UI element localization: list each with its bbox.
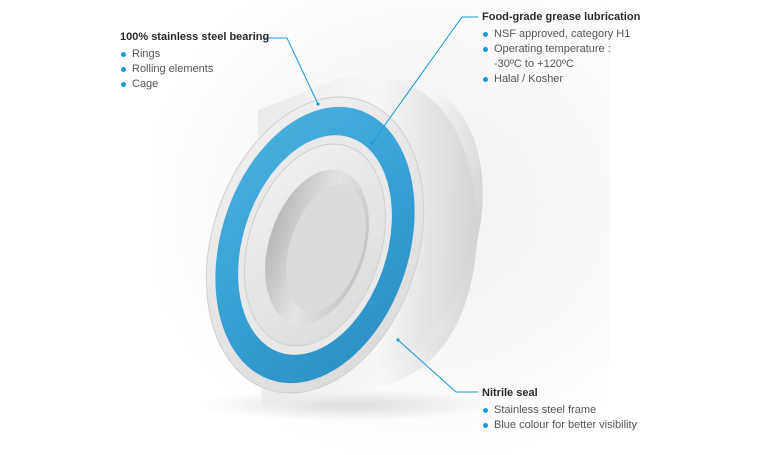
leader-lines <box>265 16 478 393</box>
leader-line-seal <box>397 339 478 393</box>
list-item: Halal / Kosher <box>482 72 640 87</box>
bullet-icon <box>121 67 126 72</box>
bullet-icon <box>483 423 488 428</box>
callout-list: NSF approved, category H1 Operating temp… <box>482 27 640 87</box>
callout-stainless-steel-bearing: 100% stainless steel bearing Rings Rolli… <box>120 30 269 92</box>
callout-title: 100% stainless steel bearing <box>120 31 270 43</box>
callout-title: Nitrile seal <box>482 387 538 399</box>
inner-ring <box>243 143 387 347</box>
leader-line-bearing <box>265 37 319 105</box>
callout-title: Food-grade grease lubrication <box>482 11 641 23</box>
list-item: NSF approved, category H1 <box>482 27 640 42</box>
list-item: Stainless steel frame <box>482 403 637 418</box>
list-item: Cage <box>120 77 269 92</box>
bullet-icon <box>483 77 488 82</box>
list-item: Rings <box>120 47 269 62</box>
list-item: Operating temperature :-30ºC to +120ºC <box>482 42 640 72</box>
callout-list: Rings Rolling elements Cage <box>120 47 269 92</box>
list-item: Blue colour for better visibility <box>482 418 637 433</box>
bullet-icon <box>483 32 488 37</box>
temperature-range: -30ºC to +120ºC <box>494 58 574 70</box>
leader-line-grease <box>371 16 478 144</box>
leader-anchors <box>316 102 400 342</box>
bullet-icon <box>121 52 126 57</box>
callout-list: Stainless steel frame Blue colour for be… <box>482 403 637 433</box>
list-item: Rolling elements <box>120 62 269 77</box>
callout-nitrile-seal: Nitrile seal Stainless steel frame Blue … <box>482 386 637 433</box>
ground-shadow <box>195 389 495 421</box>
callout-food-grade-grease: Food-grade grease lubrication NSF approv… <box>482 10 640 87</box>
bullet-icon <box>483 408 488 413</box>
bullet-icon <box>483 47 488 52</box>
bullet-icon <box>121 82 126 87</box>
